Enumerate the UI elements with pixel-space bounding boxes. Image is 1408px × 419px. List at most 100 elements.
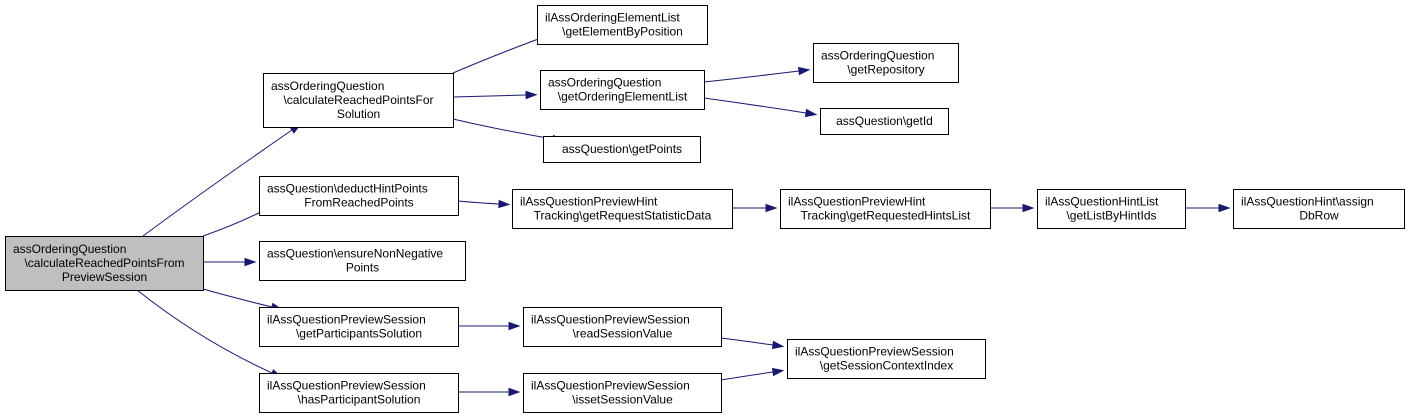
node-box bbox=[540, 70, 705, 110]
edge-line bbox=[136, 289, 273, 374]
node-getOrderingElementList[interactable]: assOrderingQuestion\getOrderingElementLi… bbox=[540, 70, 705, 110]
arrowhead-icon bbox=[771, 367, 785, 377]
node-box bbox=[1037, 189, 1186, 229]
node-box bbox=[543, 136, 701, 163]
node-label-line: PreviewSession bbox=[62, 270, 147, 284]
node-label-line: \getParticipantsSolution bbox=[296, 327, 422, 341]
node-label-line: assQuestion\getId bbox=[836, 114, 933, 128]
arrowhead-icon bbox=[1218, 203, 1231, 213]
node-label-line: \getElementByPosition bbox=[562, 25, 683, 39]
node-label-line: assOrderingQuestion bbox=[548, 76, 661, 90]
arrowhead-icon bbox=[244, 257, 257, 267]
node-label-line: assOrderingQuestion bbox=[271, 79, 384, 93]
node-deductHint[interactable]: assQuestion\deductHintPointsFromReachedP… bbox=[259, 176, 459, 216]
node-box bbox=[259, 241, 466, 281]
node-getRequestedHintsList[interactable]: ilAssQuestionPreviewHintTracking\getRequ… bbox=[780, 189, 991, 229]
node-calcSolution[interactable]: assOrderingQuestion\calculateReachedPoin… bbox=[263, 73, 454, 128]
edge-readSessionValue-to-getSessionContextIndex bbox=[720, 337, 785, 350]
edge-hasParticipantSolution-to-issetSessionValue bbox=[458, 387, 521, 397]
node-label-line: assOrderingQuestion bbox=[13, 242, 126, 256]
node-box bbox=[259, 307, 459, 347]
node-label-line: ilAssQuestionPreviewSession bbox=[267, 379, 426, 393]
node-getPoints[interactable]: assQuestion\getPoints bbox=[543, 136, 701, 163]
edge-line bbox=[452, 34, 550, 74]
edge-getParticipantsSolution-to-readSessionValue bbox=[458, 321, 521, 331]
node-label-line: ilAssQuestionHintList bbox=[1045, 195, 1159, 209]
node-getSessionContextIndex[interactable]: ilAssQuestionPreviewSession\getSessionCo… bbox=[787, 339, 986, 379]
node-label-line: assQuestion\ensureNonNegative bbox=[267, 247, 443, 261]
edge-line bbox=[703, 97, 807, 114]
node-label-line: Solution bbox=[337, 107, 380, 121]
node-getParticipantsSolution[interactable]: ilAssQuestionPreviewSession\getParticipa… bbox=[259, 307, 459, 347]
arrowhead-icon bbox=[1022, 203, 1035, 213]
node-label-line: \calculateReachedPointsFor bbox=[283, 93, 433, 107]
node-box bbox=[780, 189, 991, 229]
node-box bbox=[512, 189, 733, 229]
node-box bbox=[259, 373, 459, 413]
node-hasParticipantSolution[interactable]: ilAssQuestionPreviewSession\hasParticipa… bbox=[259, 373, 459, 413]
node-label-line: Tracking\getRequestStatisticData bbox=[534, 209, 712, 223]
node-box bbox=[1233, 189, 1405, 229]
node-getRequestStatisticData[interactable]: ilAssQuestionPreviewHintTracking\getRequ… bbox=[512, 189, 733, 229]
node-getElementByPosition[interactable]: ilAssOrderingElementList\getElementByPos… bbox=[537, 5, 708, 45]
node-box bbox=[787, 339, 986, 379]
node-label-line: assOrderingQuestion bbox=[821, 49, 934, 63]
node-label-line: ilAssOrderingElementList bbox=[545, 11, 680, 25]
node-label-line: ilAssQuestionPreviewSession bbox=[267, 313, 426, 327]
arrowhead-icon bbox=[508, 321, 521, 331]
node-readSessionValue[interactable]: ilAssQuestionPreviewSession\readSessionV… bbox=[523, 307, 722, 347]
node-label-line: ilAssQuestionPreviewSession bbox=[795, 345, 954, 359]
edge-line bbox=[202, 209, 266, 237]
node-label-line: ilAssQuestionPreviewHint bbox=[788, 195, 926, 209]
edge-line bbox=[142, 129, 293, 237]
node-box bbox=[263, 73, 454, 128]
arrowhead-icon bbox=[804, 108, 818, 118]
edge-root-to-ensureNonNeg bbox=[203, 257, 257, 267]
node-label-line: \getSessionContextIndex bbox=[820, 359, 953, 373]
node-label-line: ilAssQuestionPreviewSession bbox=[531, 379, 690, 393]
arrowhead-icon bbox=[771, 340, 785, 350]
edge-line bbox=[452, 94, 527, 98]
node-label-line: Points bbox=[346, 261, 379, 275]
edge-getListByHintIds-to-assignDbRow bbox=[1184, 203, 1231, 213]
node-box bbox=[5, 236, 204, 291]
node-label-line: \getOrderingElementList bbox=[558, 90, 688, 104]
node-label-line: assQuestion\getPoints bbox=[562, 142, 682, 156]
arrowhead-icon bbox=[797, 66, 811, 76]
arrowhead-icon bbox=[508, 387, 521, 397]
node-getRepository[interactable]: assOrderingQuestion\getRepository bbox=[813, 43, 959, 83]
edge-line bbox=[202, 288, 273, 308]
node-label-line: Tracking\getRequestedHintsList bbox=[801, 209, 971, 223]
node-box bbox=[820, 108, 949, 135]
edge-issetSessionValue-to-getSessionContextIndex bbox=[720, 367, 785, 381]
edge-getRequestStatisticData-to-getRequestedHintsList bbox=[731, 203, 778, 213]
node-label-line: \issetSessionValue bbox=[572, 393, 673, 407]
node-box bbox=[813, 43, 959, 83]
node-label-line: ilAssQuestionHint\assign bbox=[1241, 195, 1374, 209]
node-issetSessionValue[interactable]: ilAssQuestionPreviewSession\issetSession… bbox=[523, 373, 722, 413]
node-label-line: \getRepository bbox=[847, 63, 924, 77]
node-label-line: \getListByHintIds bbox=[1066, 209, 1156, 223]
node-label-line: FromReachedPoints bbox=[304, 196, 413, 210]
arrowhead-icon bbox=[525, 90, 538, 100]
node-getListByHintIds[interactable]: ilAssQuestionHintList\getListByHintIds bbox=[1037, 189, 1186, 229]
edge-line bbox=[720, 371, 774, 381]
node-label-line: \hasParticipantSolution bbox=[298, 393, 421, 407]
edge-line bbox=[703, 70, 800, 83]
edge-line bbox=[720, 337, 774, 346]
edge-getOrderingElementList-to-getId bbox=[703, 97, 818, 118]
node-root[interactable]: assOrderingQuestion\calculateReachedPoin… bbox=[5, 236, 204, 291]
node-layer: assOrderingQuestion\calculateReachedPoin… bbox=[5, 5, 1405, 413]
node-box bbox=[523, 307, 722, 347]
node-label-line: \readSessionValue bbox=[573, 327, 673, 341]
node-getId[interactable]: assQuestion\getId bbox=[820, 108, 949, 135]
node-label-line: \calculateReachedPointsFrom bbox=[24, 256, 184, 270]
edge-line bbox=[452, 118, 554, 140]
edge-getRequestedHintsList-to-getListByHintIds bbox=[989, 203, 1035, 213]
edge-deductHint-to-getRequestStatisticData bbox=[457, 199, 511, 209]
node-label-line: DbRow bbox=[1299, 209, 1339, 223]
node-label-line: ilAssQuestionPreviewHint bbox=[520, 195, 658, 209]
